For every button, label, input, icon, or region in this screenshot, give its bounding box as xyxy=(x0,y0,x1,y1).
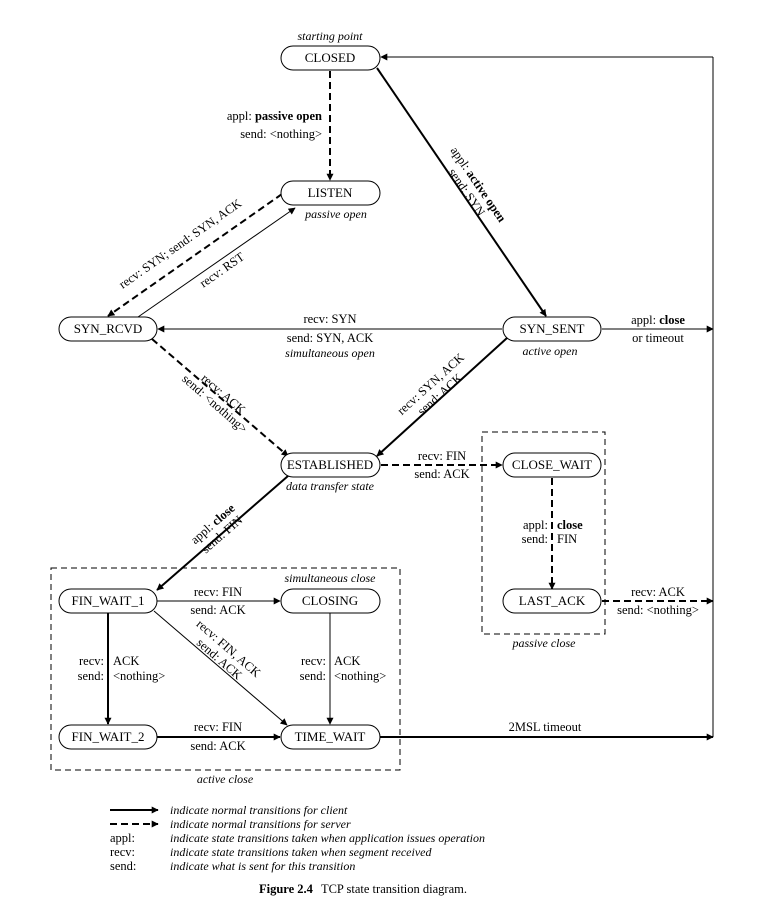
label-synrcvd-established: recv: ACK send: <nothing> xyxy=(179,371,250,436)
state-established: ESTABLISHED xyxy=(280,452,381,478)
svg-text:appl:: appl: xyxy=(523,518,548,532)
note-active-close: active close xyxy=(197,772,254,786)
label-closewait-lastack: appl: close send: FIN xyxy=(522,518,584,546)
legend-send-key: send: xyxy=(110,859,136,873)
state-close-wait: CLOSE_WAIT xyxy=(502,452,602,478)
svg-text:recv: FIN: recv: FIN xyxy=(194,720,242,734)
svg-text:recv: SYN: recv: SYN xyxy=(303,312,356,326)
legend-appl: indicate state transitions taken when ap… xyxy=(170,831,485,845)
legend-server: indicate normal transitions for server xyxy=(170,817,351,831)
note-data-transfer-state: data transfer state xyxy=(286,479,375,493)
state-label: CLOSED xyxy=(305,50,356,65)
svg-text:recv: FIN: recv: FIN xyxy=(418,449,466,463)
edge-listen-synrcvd xyxy=(107,193,283,317)
legend-appl-key: appl: xyxy=(110,831,135,845)
svg-text:<nothing>: <nothing> xyxy=(334,669,386,683)
label-established-closewait: recv: FIN send: ACK xyxy=(414,449,469,481)
edge-established-finwait1 xyxy=(156,475,289,591)
state-syn-rcvd: SYN_RCVD xyxy=(58,316,158,342)
state-fin-wait-2: FIN_WAIT_2 xyxy=(58,724,158,750)
label-synrcvd-listen: recv: RST xyxy=(197,249,247,290)
state-fin-wait-1: FIN_WAIT_1 xyxy=(58,588,158,614)
label-closing-timewait: recv: ACK send: <nothing> xyxy=(300,654,387,683)
state-label: LAST_ACK xyxy=(519,593,586,608)
svg-text:FIN: FIN xyxy=(557,532,577,546)
svg-text:send:: send: xyxy=(300,669,326,683)
svg-text:send: ACK: send: ACK xyxy=(190,603,245,617)
legend-send: indicate what is sent for this transitio… xyxy=(170,859,355,873)
state-label: FIN_WAIT_1 xyxy=(72,593,145,608)
edge-finwait1-timewait xyxy=(153,610,288,726)
svg-text:recv:: recv: xyxy=(79,654,104,668)
label-synsent-established: recv: SYN, ACK send: ACK xyxy=(394,350,467,418)
svg-text:<nothing>: <nothing> xyxy=(113,669,165,683)
state-label: TIME_WAIT xyxy=(295,729,366,744)
legend-recv: indicate state transitions taken when se… xyxy=(170,845,432,859)
label-finwait2-timewait: recv: FIN send: ACK xyxy=(190,720,245,753)
state-label: SYN_RCVD xyxy=(74,321,143,336)
label-finwait1-timewait: recv: FIN, ACK send: ACK xyxy=(194,617,264,683)
svg-text:send: ACK: send: ACK xyxy=(190,739,245,753)
svg-text:appl: close: appl: close xyxy=(631,313,685,327)
legend-recv-key: recv: xyxy=(110,845,135,859)
svg-text:ACK: ACK xyxy=(113,654,139,668)
label-synsent-close: appl: close or timeout xyxy=(631,313,685,345)
edge-closed-synsent xyxy=(376,67,547,317)
label-established-finwait1: appl: close send: FIN xyxy=(188,501,245,556)
label-closed-synsent: appl: active open send: SYN xyxy=(446,144,509,225)
state-last-ack: LAST_ACK xyxy=(502,588,602,614)
label-timewait-closed: 2MSL timeout xyxy=(509,720,582,734)
edge-synrcvd-listen xyxy=(137,207,296,318)
svg-text:recv: FIN: recv: FIN xyxy=(194,585,242,599)
label-synsent-synrcvd: recv: SYN send: SYN, ACK xyxy=(287,312,373,345)
state-closing: CLOSING xyxy=(280,588,381,614)
edge-synsent-established xyxy=(376,337,508,457)
label-closed-listen: appl: passive open send: <nothing> xyxy=(227,109,322,141)
svg-text:send: <nothing>: send: <nothing> xyxy=(617,603,699,617)
state-listen: LISTEN xyxy=(280,180,381,206)
svg-text:close: close xyxy=(557,518,583,532)
svg-text:recv: ACK: recv: ACK xyxy=(631,585,685,599)
svg-text:or timeout: or timeout xyxy=(632,331,684,345)
svg-text:recv:: recv: xyxy=(301,654,326,668)
passive-close-box xyxy=(481,431,606,635)
state-time-wait: TIME_WAIT xyxy=(280,724,381,750)
legend: indicate normal transitions for client i… xyxy=(110,803,485,873)
svg-text:send:: send: xyxy=(78,669,104,683)
edge-synrcvd-established xyxy=(151,338,289,457)
active-close-box xyxy=(50,567,401,771)
svg-text:send:: send: xyxy=(522,532,548,546)
label-finwait1-closing: recv: FIN send: ACK xyxy=(190,585,245,617)
state-closed: CLOSED xyxy=(280,45,381,71)
state-label: CLOSE_WAIT xyxy=(512,457,592,472)
state-syn-sent: SYN_SENT xyxy=(502,316,602,342)
state-label: SYN_SENT xyxy=(519,321,584,336)
svg-text:ACK: ACK xyxy=(334,654,360,668)
note-passive-close: passive close xyxy=(512,636,577,650)
note-simultaneous-open: simultaneous open xyxy=(285,346,375,360)
svg-text:send: ACK: send: ACK xyxy=(414,467,469,481)
svg-text:send: <nothing>: send: <nothing> xyxy=(240,127,322,141)
label-listen-synrcvd: recv: SYN; send: SYN, ACK xyxy=(116,196,244,291)
state-label: ESTABLISHED xyxy=(287,457,373,472)
svg-text:appl: passive open: appl: passive open xyxy=(227,109,322,123)
state-label: FIN_WAIT_2 xyxy=(72,729,145,744)
legend-client: indicate normal transitions for client xyxy=(170,803,348,817)
state-label: LISTEN xyxy=(308,185,353,200)
note-active-open: active open xyxy=(523,344,578,358)
label-lastack-closed: recv: ACK send: <nothing> xyxy=(617,585,699,617)
svg-text:send: SYN, ACK: send: SYN, ACK xyxy=(287,331,373,345)
state-label: CLOSING xyxy=(302,593,358,608)
note-simultaneous-close: simultaneous close xyxy=(285,571,377,585)
note-starting-point: starting point xyxy=(297,29,363,43)
label-finwait1-finwait2: recv: ACK send: <nothing> xyxy=(78,654,166,683)
note-passive-open: passive open xyxy=(304,207,367,221)
